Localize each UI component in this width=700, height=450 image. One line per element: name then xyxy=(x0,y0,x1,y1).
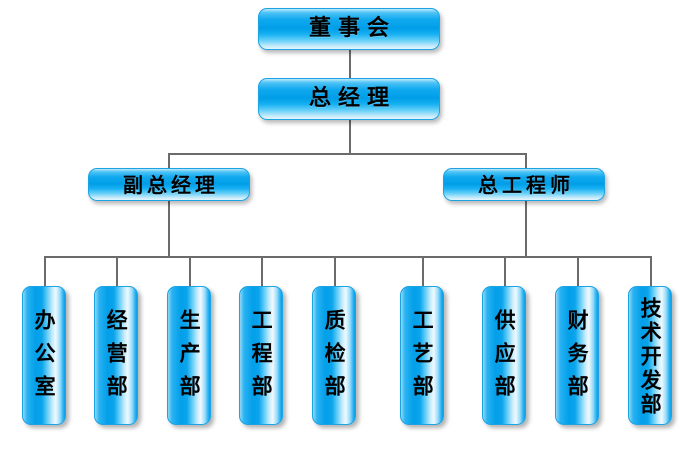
node-label: 总工程师 xyxy=(478,172,574,197)
connector-gm-drop xyxy=(349,120,351,154)
node-department-process[interactable]: 工艺部 xyxy=(400,286,444,425)
node-general-manager[interactable]: 总经理 xyxy=(258,78,440,120)
node-label: 副总经理 xyxy=(123,172,219,197)
node-department-finance[interactable]: 财务部 xyxy=(555,286,599,425)
node-label: 总经理 xyxy=(308,86,396,111)
node-department-quality-inspection[interactable]: 质检部 xyxy=(312,286,356,425)
connector-chief-engineer-drop xyxy=(525,200,527,257)
connector-l3-right-drop xyxy=(525,153,527,169)
node-label: 生产部 xyxy=(177,309,202,408)
node-department-office[interactable]: 办公室 xyxy=(22,286,66,425)
node-label: 供应部 xyxy=(492,309,517,408)
connector-dept-drop-1 xyxy=(44,256,46,286)
connector-l3-bus xyxy=(168,153,527,155)
node-label: 董事会 xyxy=(308,16,396,41)
node-label: 技术开发部 xyxy=(638,296,663,417)
node-department-engineering[interactable]: 工程部 xyxy=(239,286,283,425)
node-label: 工艺部 xyxy=(410,309,435,408)
node-department-production[interactable]: 生产部 xyxy=(167,286,211,425)
connector-dept-drop-4 xyxy=(261,256,263,286)
connector-dept-drop-6 xyxy=(422,256,424,286)
node-label: 办公室 xyxy=(32,309,57,408)
node-board-of-directors[interactable]: 董事会 xyxy=(258,8,440,50)
node-department-management[interactable]: 经营部 xyxy=(94,286,138,425)
connector-deputy-gm-drop xyxy=(168,200,170,257)
connector-dept-drop-7 xyxy=(504,256,506,286)
connector-dept-drop-8 xyxy=(577,256,579,286)
node-deputy-general-manager[interactable]: 副总经理 xyxy=(88,168,250,201)
connector-dept-drop-5 xyxy=(334,256,336,286)
connector-departments-bus xyxy=(44,256,651,258)
node-label: 经营部 xyxy=(104,309,129,408)
connector-dept-drop-9 xyxy=(650,256,652,286)
node-chief-engineer[interactable]: 总工程师 xyxy=(443,168,605,201)
connector-board-to-gm xyxy=(349,50,351,78)
connector-dept-drop-2 xyxy=(116,256,118,286)
node-label: 工程部 xyxy=(249,309,274,408)
node-department-technology-development[interactable]: 技术开发部 xyxy=(628,286,672,425)
connector-dept-drop-3 xyxy=(189,256,191,286)
node-department-supply[interactable]: 供应部 xyxy=(482,286,526,425)
connector-l3-left-drop xyxy=(168,153,170,169)
node-label: 财务部 xyxy=(565,309,590,408)
node-label: 质检部 xyxy=(322,309,347,408)
